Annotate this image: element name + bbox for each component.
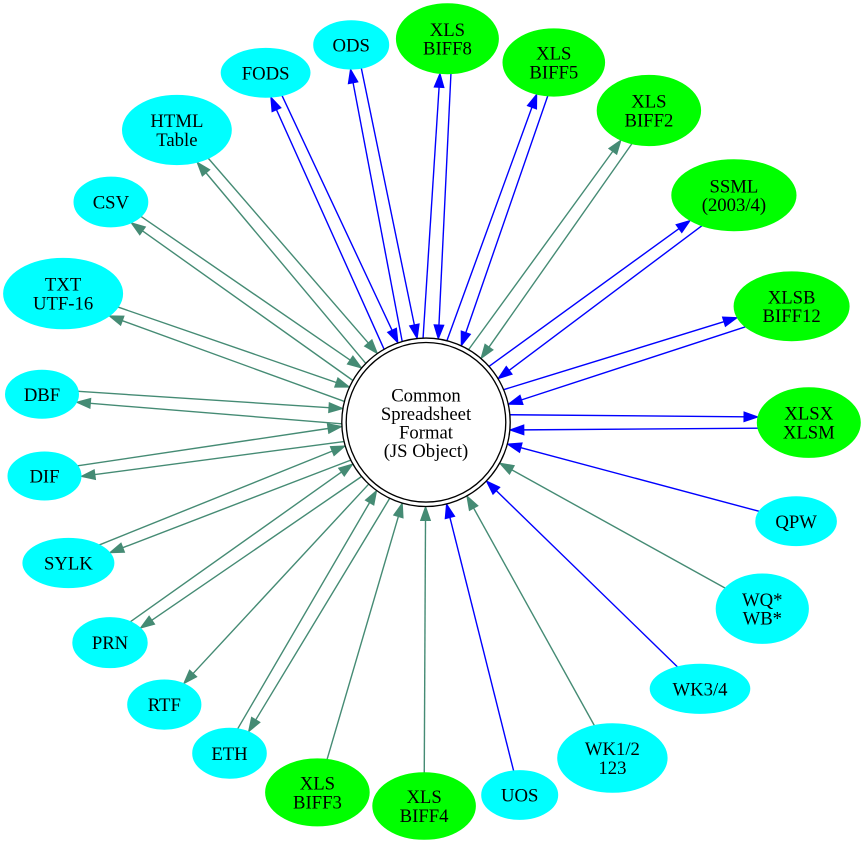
svg-text:(2003/4): (2003/4) xyxy=(702,195,766,216)
svg-text:XLS: XLS xyxy=(430,20,465,41)
svg-text:SSML: SSML xyxy=(709,176,758,197)
svg-text:BIFF3: BIFF3 xyxy=(293,792,342,813)
svg-text:XLS: XLS xyxy=(631,92,666,113)
svg-text:FODS: FODS xyxy=(242,63,290,84)
svg-text:123: 123 xyxy=(598,758,626,779)
svg-text:BIFF8: BIFF8 xyxy=(423,39,472,60)
svg-text:XLSX: XLSX xyxy=(784,404,833,425)
svg-text:QPW: QPW xyxy=(775,512,817,533)
svg-text:CSV: CSV xyxy=(93,193,130,214)
svg-text:UOS: UOS xyxy=(501,786,538,807)
svg-text:WK3/4: WK3/4 xyxy=(672,679,728,700)
svg-text:Common: Common xyxy=(391,385,461,406)
svg-text:BIFF2: BIFF2 xyxy=(624,110,673,131)
svg-text:WK1/2: WK1/2 xyxy=(585,739,640,760)
svg-text:UTF-16: UTF-16 xyxy=(33,294,93,315)
svg-text:Table: Table xyxy=(156,130,197,151)
svg-text:BIFF4: BIFF4 xyxy=(400,806,449,827)
svg-text:(JS Object): (JS Object) xyxy=(384,441,469,462)
svg-text:TXT: TXT xyxy=(45,275,82,296)
svg-text:BIFF5: BIFF5 xyxy=(529,62,578,83)
svg-text:HTML: HTML xyxy=(150,111,203,132)
svg-text:PRN: PRN xyxy=(92,633,129,654)
svg-text:BIFF12: BIFF12 xyxy=(763,306,821,327)
svg-text:WB*: WB* xyxy=(743,609,782,630)
svg-text:ETH: ETH xyxy=(211,744,247,765)
svg-text:XLSB: XLSB xyxy=(768,287,816,308)
svg-text:XLS: XLS xyxy=(406,787,441,808)
svg-text:SYLK: SYLK xyxy=(44,554,93,575)
svg-text:XLS: XLS xyxy=(536,44,571,65)
svg-text:XLSM: XLSM xyxy=(783,423,835,444)
svg-text:Spreadsheet: Spreadsheet xyxy=(381,404,472,425)
svg-text:RTF: RTF xyxy=(148,695,181,716)
svg-text:Format: Format xyxy=(399,423,454,444)
svg-text:XLS: XLS xyxy=(300,774,335,795)
svg-text:DBF: DBF xyxy=(24,385,60,406)
svg-text:DIF: DIF xyxy=(29,467,59,488)
svg-text:WQ*: WQ* xyxy=(742,590,782,611)
svg-text:ODS: ODS xyxy=(333,36,370,57)
